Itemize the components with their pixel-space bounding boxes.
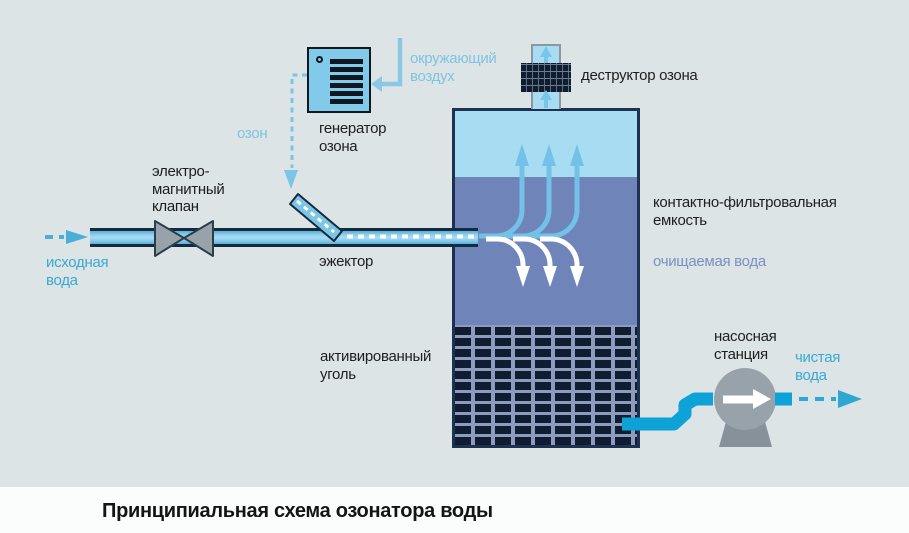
label-ozone: озон	[237, 125, 268, 142]
label-activated-carbon: активированный уголь	[320, 348, 432, 383]
ejector-pipe	[289, 193, 343, 242]
gas-up-arrowheads	[515, 144, 584, 166]
label-clean-water: чистая вода	[795, 349, 841, 384]
outlet-pipe	[622, 392, 713, 431]
tank-activated-carbon-bed	[455, 325, 637, 445]
footer-strip	[0, 487, 909, 533]
label-ejector: эжектор	[319, 253, 374, 270]
water-down-arrowheads	[516, 266, 584, 287]
pump-station	[714, 368, 776, 447]
label-ozone-destructor: деструктор озона	[581, 67, 698, 84]
ambient-air-arrow	[371, 38, 403, 92]
label-solenoid-valve: электро- магнитный клапан	[152, 163, 225, 215]
label-source-water: исходная вода	[46, 254, 109, 289]
ozone-feed-arrow	[284, 73, 307, 189]
label-pump-station: насосная станция	[714, 328, 777, 363]
solenoid-valve-icon	[154, 220, 214, 257]
label-ambient-air: окружающий воздух	[410, 50, 497, 85]
gas-up-arrows	[479, 164, 580, 239]
generator-grill-icon	[330, 59, 363, 104]
clean-water-arrow	[775, 390, 862, 408]
source-water-arrow	[45, 230, 88, 244]
diagram-title: Принципиальная схема озонатора воды	[102, 500, 493, 522]
indicator-light-icon	[316, 56, 323, 63]
ozone-generator	[307, 47, 371, 113]
water-down-arrows	[486, 236, 580, 268]
inlet-pipe	[90, 228, 478, 247]
label-treated-water: очищаемая вода	[653, 253, 766, 270]
label-contact-filter-tank: контактно-фильтровальная емкость	[653, 194, 837, 229]
destructor-vent-arrows	[540, 46, 552, 108]
label-ozone-generator: генератор озона	[319, 120, 387, 155]
ozone-destructor	[521, 63, 571, 92]
